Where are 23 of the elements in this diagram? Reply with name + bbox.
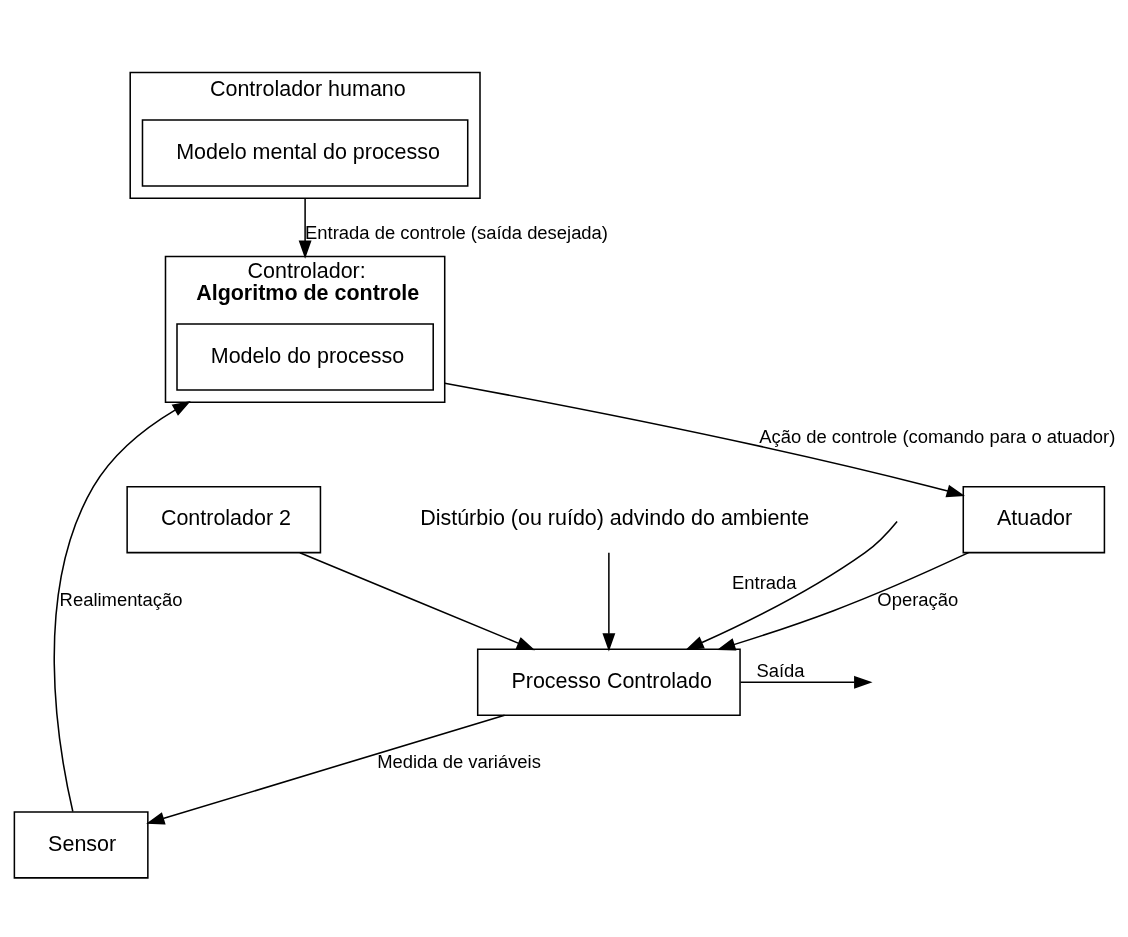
arrow <box>716 551 970 651</box>
edge-label: Saída <box>756 659 805 681</box>
edge-label: Operação <box>877 588 959 610</box>
arrow <box>298 196 312 259</box>
node-box: Processo Controlado <box>476 648 741 716</box>
node-box: Controlador 2 <box>126 485 322 553</box>
arrow <box>685 520 898 650</box>
node-box: Atuador <box>962 485 1106 553</box>
edge-label: Ação de controle (comando para o atuador) <box>759 425 1116 447</box>
node-box: Modelo mental do processo <box>141 118 469 187</box>
arrow <box>739 675 873 689</box>
arrow <box>443 381 965 497</box>
edge-label: Entrada de controle (saída desejada) <box>305 221 608 243</box>
arrow <box>299 551 536 650</box>
arrow <box>53 400 191 812</box>
edge-label: Realimentação <box>59 588 183 610</box>
arrow <box>146 714 506 825</box>
node-text: Distúrbio (ou ruído) advindo do ambiente <box>420 505 810 530</box>
edge-label: Medida de variáveis <box>377 750 541 772</box>
node-box: Sensor <box>13 810 149 879</box>
node-box: Modelo do processo <box>176 322 434 391</box>
edge-label: Entrada <box>732 571 797 593</box>
arrow <box>602 551 616 652</box>
